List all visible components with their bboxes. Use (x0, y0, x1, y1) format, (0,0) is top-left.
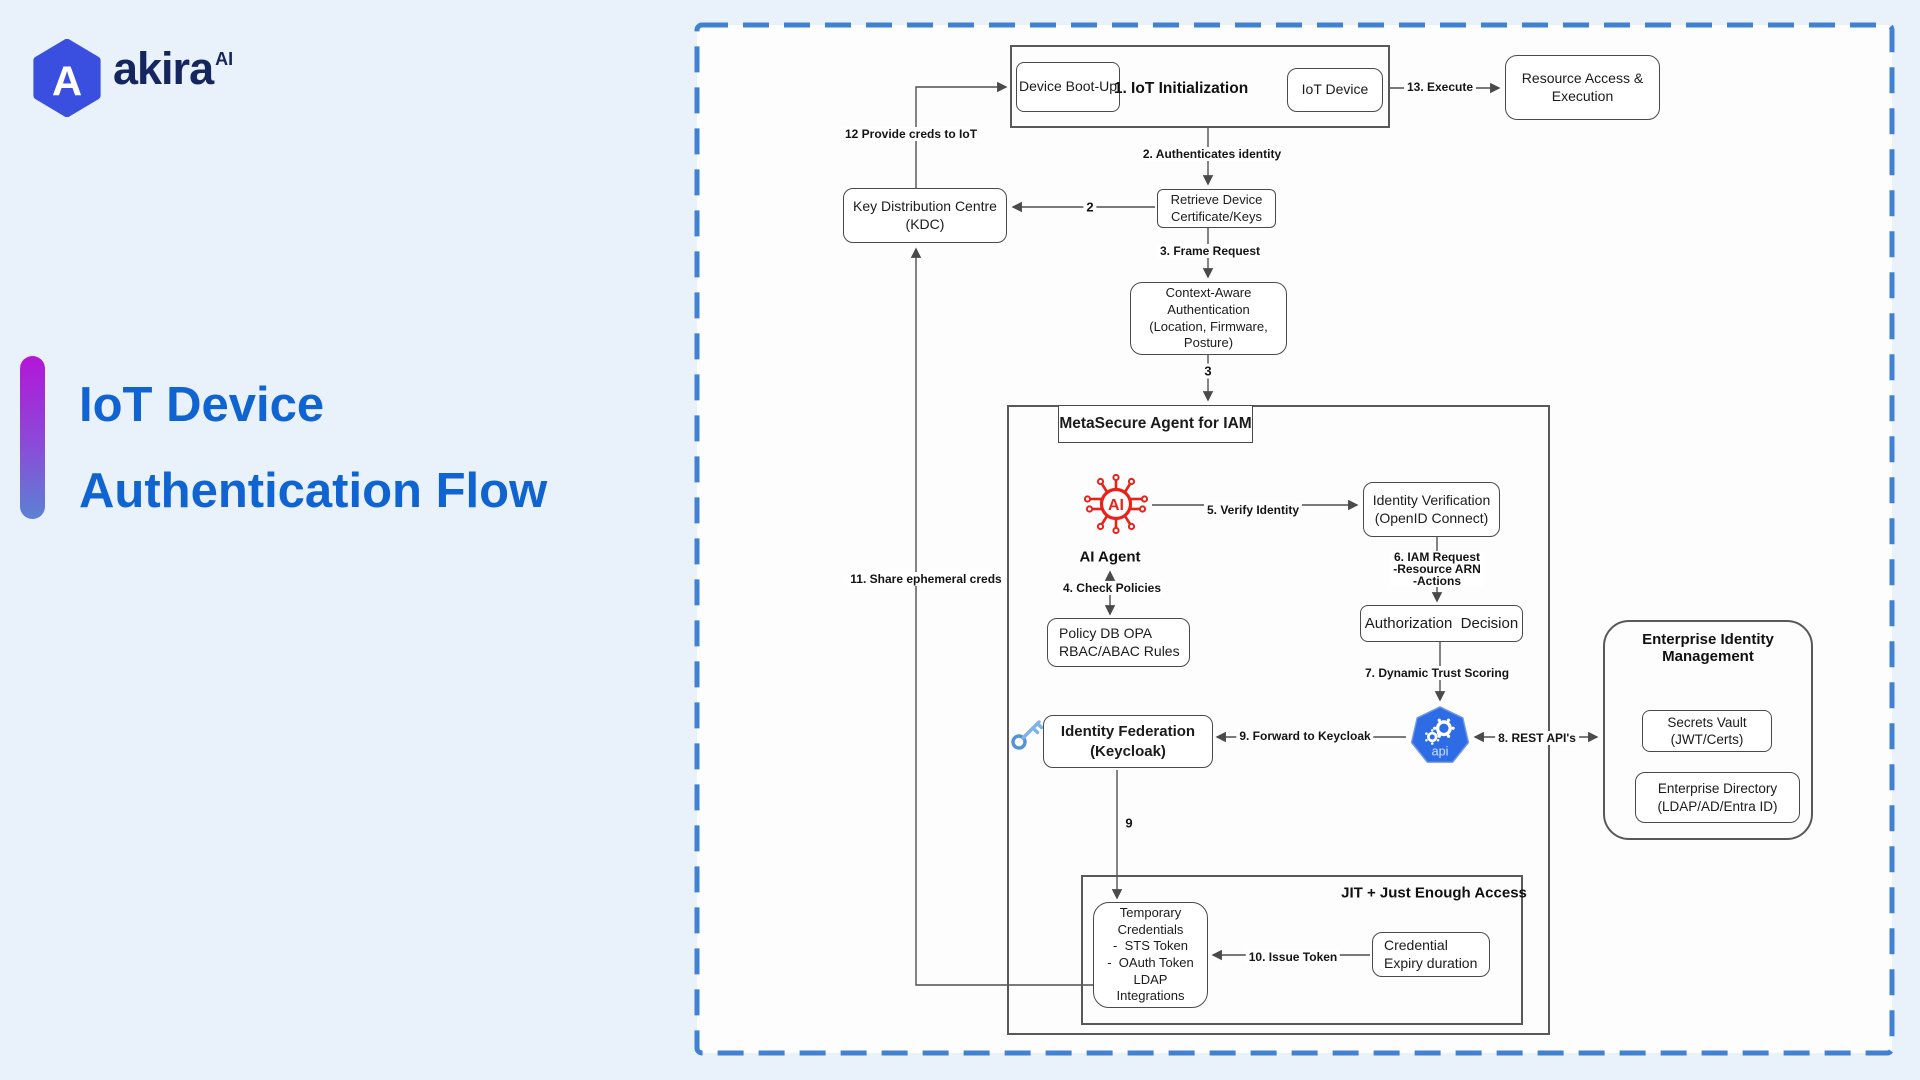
edge-label-3-frame-request: 3. Frame Request (1156, 244, 1264, 258)
node-label: Key Distribution Centre (853, 197, 997, 214)
group-enterprise-identity-title: Enterprise Identity Management (1613, 631, 1803, 665)
node-label: Identity Verification (1372, 491, 1491, 508)
node-label: - STS Token (1113, 938, 1188, 954)
node-enterprise-directory: Enterprise Directory (LDAP/AD/Entra ID) (1635, 772, 1800, 823)
group-iot-initialization-title: 1. IoT Initialization (1113, 80, 1249, 97)
group-metasecure-agent (1007, 405, 1550, 1035)
node-label: Authentication (1167, 301, 1250, 317)
node-ai-agent-label: AI Agent (1079, 548, 1141, 566)
api-icon: api (1410, 706, 1470, 763)
edge-label-8-rest-apis: 8. REST API's (1495, 731, 1579, 745)
node-device-boot-up: Device Boot-Up (1016, 62, 1120, 112)
group-jit-title: JIT + Just Enough Access (1341, 884, 1527, 902)
node-label: Integrations (1116, 988, 1185, 1004)
group-iot-initialization (1010, 45, 1390, 128)
node-label: MetaSecure Agent for IAM (1059, 415, 1252, 433)
edge-label-13-execute: 13. Execute (1403, 80, 1477, 94)
node-label: (LDAP/AD/Entra ID) (1657, 798, 1778, 814)
group-enterprise-identity (1603, 620, 1813, 840)
ai-icon-text: AI (1108, 497, 1124, 514)
node-label: (OpenID Connect) (1374, 509, 1489, 526)
ai-agent-icon: AI (1083, 473, 1149, 535)
logo-letter: A (52, 58, 82, 105)
node-label: Certificate/Keys (1170, 208, 1263, 224)
edge-label-9-forward-keycloak: 9. Forward to Keycloak (1236, 729, 1374, 743)
node-label: LDAP (1133, 971, 1168, 987)
edge-label-6-iam-request: 6. IAM Request -Resource ARN -Actions (1390, 551, 1484, 587)
node-label: Expiry duration (1384, 954, 1478, 971)
node-label: (KDC) (905, 215, 945, 232)
node-temporary-credentials: Temporary Credentials - STS Token - OAut… (1093, 902, 1208, 1008)
node-key-distribution-centre: Key Distribution Centre (KDC) (843, 188, 1007, 243)
edge-label-3: 3 (1201, 363, 1215, 379)
node-label: (Location, Firmware, (1149, 318, 1268, 334)
edge-label-5-verify-identity: 5. Verify Identity (1203, 503, 1303, 517)
node-label: Authorization Decision (1364, 614, 1519, 632)
node-label: Management (1662, 648, 1754, 665)
node-identity-federation: Identity Federation (Keycloak) (1043, 715, 1213, 768)
node-label: Posture) (1183, 335, 1234, 351)
edge-label-line: -Actions (1412, 574, 1461, 588)
node-secrets-vault: Secrets Vault (JWT/Certs) (1642, 710, 1772, 752)
node-label: IoT Device (1301, 81, 1369, 98)
edge-label-2: 2 (1083, 199, 1097, 215)
edge-label-7-trust-scoring: 7. Dynamic Trust Scoring (1361, 666, 1513, 680)
page-title-line1: IoT Device (79, 378, 325, 432)
node-label: Identity Federation (1060, 723, 1196, 741)
node-label: RBAC/ABAC Rules (1059, 642, 1180, 659)
node-identity-verification: Identity Verification (OpenID Connect) (1363, 482, 1500, 537)
edge-label-11-share-creds: 11. Share ephemeral creds (847, 572, 1005, 586)
node-label: Temporary (1119, 905, 1182, 921)
node-iot-device: IoT Device (1287, 68, 1383, 112)
edge-label-12-provide-creds: 12 Provide creds to IoT (841, 127, 981, 141)
node-label: Device Boot-Up (1018, 78, 1118, 95)
edge-label-10-issue-token: 10. Issue Token (1245, 950, 1341, 964)
edge-label-4-check-policies: 4. Check Policies (1059, 581, 1165, 595)
node-label: Execution (1551, 87, 1614, 104)
node-label: Credentials (1117, 921, 1184, 937)
node-label: (JWT/Certs) (1670, 732, 1744, 747)
node-policy-db: Policy DB OPA RBAC/ABAC Rules (1047, 618, 1190, 667)
node-label: Policy DB OPA (1059, 624, 1153, 641)
diagram-dashed-frame (694, 22, 1895, 1056)
node-label: (Keycloak) (1090, 742, 1166, 760)
group-jit-access (1081, 875, 1523, 1025)
page-title: IoT Device Authentication Flow (79, 362, 547, 534)
akira-logo-icon[interactable]: A (32, 39, 102, 117)
node-label: Enterprise Directory (1657, 781, 1778, 797)
brand-suffix: AI (215, 49, 234, 69)
node-label: Context-Aware (1165, 285, 1252, 301)
node-label: Retrieve Device (1170, 191, 1263, 207)
key-icon (1011, 720, 1044, 750)
node-retrieve-device-certificate: Retrieve Device Certificate/Keys (1157, 189, 1276, 228)
title-gradient-bar (20, 356, 45, 519)
node-label: Enterprise Identity (1642, 631, 1774, 648)
node-label: Credential (1384, 936, 1448, 953)
node-metasecure-agent-title: MetaSecure Agent for IAM (1058, 405, 1253, 443)
node-label: - OAuth Token (1107, 955, 1194, 970)
brand-wordmark[interactable]: akira AI (113, 46, 233, 91)
edge-label-line: 6. IAM Request (1393, 550, 1481, 564)
node-label: Resource Access & (1521, 69, 1644, 86)
brand-name: akira (113, 43, 214, 94)
node-label: Secrets Vault (1667, 714, 1747, 730)
node-context-aware-authentication: Context-Aware Authentication (Location, … (1130, 282, 1287, 355)
node-resource-access-execution: Resource Access & Execution (1505, 55, 1660, 120)
api-icon-text: api (1432, 744, 1449, 758)
page-title-line2: Authentication Flow (79, 464, 548, 518)
edge-label-9: 9 (1122, 815, 1136, 831)
edge-label-line: -Resource ARN (1393, 562, 1481, 576)
node-credential-expiry: Credential Expiry duration (1372, 932, 1490, 977)
node-authorization-decision: Authorization Decision (1360, 605, 1523, 642)
edge-label-2-authenticates: 2. Authenticates identity (1139, 147, 1285, 161)
